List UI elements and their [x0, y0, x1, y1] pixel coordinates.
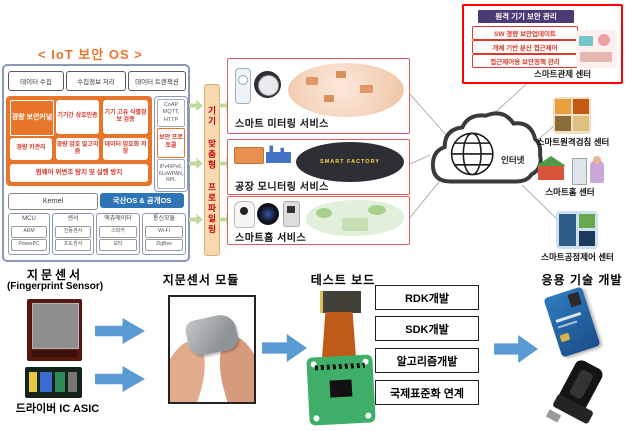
- hw-group-sensor: 센서 진동센서 조도센서: [52, 213, 94, 255]
- appliance-icon: [572, 158, 587, 185]
- hw-group-actuator: 액츄에이터 스피커 모터: [96, 213, 140, 255]
- smart-factory-text: SMART FACTORY: [319, 159, 381, 165]
- mgmt-item-access-control: 개체 기반 분산 접근제어: [472, 40, 578, 54]
- flow-arrow-icon: [219, 158, 233, 169]
- box-coap-mqtt-http: CoAP MQTT, HTTP: [157, 99, 185, 127]
- box-mutual-auth: 기기간 상호인증: [56, 100, 99, 134]
- speaker-icon: [257, 203, 279, 225]
- cloud-icon: [430, 111, 543, 184]
- device-profiling-bar: 기기 맞춤형 프로파일링: [204, 84, 220, 256]
- flow-arrow-icon: [189, 158, 203, 169]
- mgmt-center-label: 스마트관제 센터: [534, 69, 592, 79]
- driver-ic-photo: [25, 367, 82, 398]
- process-control-center-art: [556, 211, 598, 249]
- application-dev-label: 응용 기술 개발: [541, 273, 623, 287]
- hw-title: 액츄에이터: [104, 216, 132, 222]
- power-meter-icon: [254, 71, 281, 98]
- internet-cloud: 인터넷: [425, 104, 543, 200]
- hw-item: 조도센서: [55, 239, 91, 251]
- hw-title: 통신모듈: [152, 216, 176, 222]
- box-data-encrypt-store: 데이터 암호화 저장: [103, 138, 148, 160]
- globe-icon: [450, 132, 494, 176]
- internet-label: 인터넷: [501, 155, 525, 165]
- dev-item-algorithm: 알고리즘개발: [375, 348, 479, 373]
- security-kernel-container: 경량 보안커널 기기간 상호인증 기기 고유 식별정보 검증 경량 키관리 경량…: [6, 96, 152, 186]
- smart-factory-badge: SMART FACTORY: [296, 142, 404, 182]
- driver-ic-label: 드라이버 IC ASIC: [15, 403, 100, 415]
- service-label: 공장 모니터링 서비스: [235, 182, 329, 193]
- mgmt-item-sw-update: SW 경량 보안업데이트: [472, 26, 578, 40]
- dev-item-rdk: RDK개발: [375, 285, 479, 310]
- test-board-photo: [306, 289, 388, 429]
- service-smart-home: 스마트홈 서비스: [227, 196, 410, 245]
- remote-metering-center-art: [553, 97, 591, 134]
- hw-group-comm-module: 통신모듈 Wi-Fi ZigBee: [142, 213, 186, 255]
- green-home-art: [306, 200, 404, 236]
- fingerprint-sensor-photo: [27, 299, 82, 361]
- hw-title: MCU: [22, 216, 36, 222]
- machine-icon: [234, 147, 264, 164]
- box-data-transaction: 데이터 트랜잭션: [128, 71, 186, 91]
- fingerprint-sensor-sublabel: (Fingerprint Sensor): [6, 281, 104, 292]
- hw-item: 진동센서: [55, 226, 91, 238]
- service-label: 스마트 미터링 서비스: [235, 119, 329, 130]
- hw-item: ZigBee: [145, 239, 183, 251]
- box-security-protocol: 보안 프로토콜: [157, 128, 185, 158]
- sensor-module-label: 지문센서 모듈: [162, 273, 240, 287]
- box-data-collect: 데이터 수집: [8, 71, 64, 91]
- sensor-module-photo: [168, 295, 256, 404]
- service-factory-monitoring: SMART FACTORY 공장 모니터링 서비스: [227, 139, 410, 195]
- dev-item-sdk: SDK개발: [375, 316, 479, 341]
- fingerprint-sensor-label: 지문센서: [26, 268, 84, 282]
- ip-camera-icon: [234, 201, 255, 228]
- right-arrow-icon: [95, 318, 145, 344]
- hw-item: PowerPC: [11, 239, 47, 251]
- box-device-id-verify: 기기 고유 식별정보 검증: [103, 100, 148, 134]
- dev-item-standardization: 국제표준화 연계: [375, 380, 479, 405]
- mgmt-item-policy: 접근제어용 보안정책 관리: [472, 54, 578, 68]
- center-label-process-control: 스마트공정제어 센터: [541, 252, 614, 262]
- usb-fingerprint-reader-photo: [545, 357, 617, 426]
- flow-arrow-icon: [189, 100, 203, 111]
- service-smart-metering: 스마트 미터링 서비스: [227, 58, 410, 134]
- flow-arrow-icon: [189, 214, 203, 225]
- thermostat-icon: [283, 201, 300, 227]
- box-domestic-open-os: 국산OS & 공개OS: [100, 193, 184, 208]
- box-ipv4-ipv6: IPv4/IPv6, 6LoWPAN, RPL: [157, 159, 185, 189]
- box-light-key-mgmt: 경량 키관리: [10, 138, 52, 160]
- hw-item: 모터: [99, 239, 137, 251]
- remote-security-mgmt-panel: 원격 기기 보안 관리 SW 경량 보안업데이트 개체 기반 분산 접근제어 접…: [462, 4, 623, 84]
- hw-item: 스피커: [99, 226, 137, 238]
- hw-group-mcu: MCU ARM PowerPC: [8, 213, 50, 255]
- hw-item: Wi-Fi: [145, 226, 183, 238]
- box-firmware-protect: 펌웨어 위변조 탐지 및 실행 방지: [10, 164, 148, 182]
- iot-os-title: < IoT 보안 OS >: [38, 47, 143, 62]
- box-light-secure-kernel: 경량 보안커널: [10, 100, 54, 136]
- box-data-process: 수집정보 처리: [66, 71, 126, 91]
- hw-item: ARM: [11, 226, 47, 238]
- right-arrow-icon: [95, 366, 145, 392]
- house-icon: [536, 156, 566, 180]
- city-map-art: [288, 63, 404, 117]
- factory-icon: [266, 145, 291, 163]
- smart-meter-icon: [235, 68, 251, 104]
- box-kernel: Kernel: [8, 193, 98, 210]
- iot-os-panel: 데이터 수집 수집정보 처리 데이터 트랜잭션 경량 보안커널 기기간 상호인증…: [2, 64, 190, 262]
- service-label: 스마트홈 서비스: [235, 233, 307, 244]
- right-arrow-icon: [494, 335, 538, 363]
- fingerprint-card-photo: [543, 286, 601, 358]
- test-board-label: 테스트 보드: [310, 273, 376, 287]
- smart-home-center-art: [536, 156, 608, 185]
- center-label-remote-metering: 스마트원격검침 센터: [536, 137, 610, 147]
- hw-title: 센서: [67, 216, 79, 222]
- right-arrow-icon: [262, 334, 307, 362]
- protocol-column: CoAP MQTT, HTTP 보안 프로토콜 IPv4/IPv6, 6LoWP…: [154, 96, 188, 192]
- person-icon: [590, 156, 604, 183]
- control-center-art: [576, 30, 617, 68]
- box-light-crypto: 경량 암호 알고리즘: [56, 138, 99, 160]
- center-label-smart-home: 스마트홈 센터: [545, 187, 595, 197]
- flow-arrow-icon: [219, 100, 233, 111]
- mgmt-title: 원격 기기 보안 관리: [478, 10, 574, 23]
- flow-arrow-icon: [219, 214, 233, 225]
